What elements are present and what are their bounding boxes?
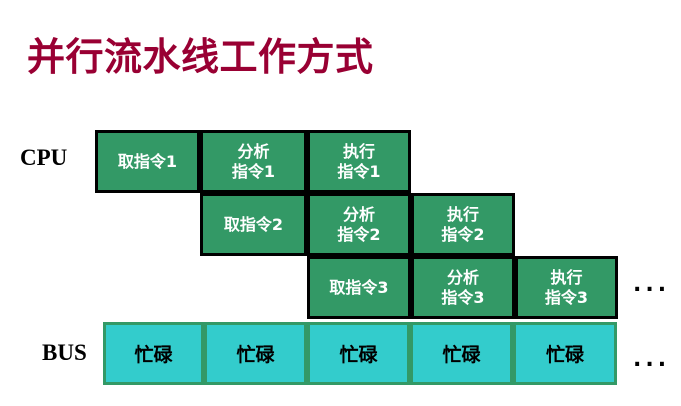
stage-execute-instruction-1: 执行 指令1 [307, 130, 411, 193]
page-title: 并行流水线工作方式 [27, 37, 374, 79]
stage-decode-instruction-3: 分析 指令3 [411, 256, 515, 319]
bus-busy-cell-2: 忙碌 [204, 322, 307, 385]
bus-ellipsis: ... [633, 347, 671, 372]
bus-busy-cell-5: 忙碌 [513, 322, 617, 385]
stage-execute-instruction-2: 执行 指令2 [411, 193, 515, 256]
bus-busy-cell-4: 忙碌 [410, 322, 513, 385]
bus-busy-cell-1: 忙碌 [103, 322, 204, 385]
stage-fetch-instruction-3: 取指令3 [307, 256, 411, 319]
stage-fetch-instruction-2: 取指令2 [200, 193, 307, 256]
bus-row-label: BUS [42, 340, 87, 365]
cpu-row-label: CPU [20, 145, 68, 170]
stage-execute-instruction-3: 执行 指令3 [515, 256, 618, 319]
pipeline-ellipsis: ... [633, 272, 671, 297]
bus-busy-cell-3: 忙碌 [307, 322, 410, 385]
stage-fetch-instruction-1: 取指令1 [95, 130, 200, 193]
stage-decode-instruction-1: 分析 指令1 [200, 130, 307, 193]
stage-decode-instruction-2: 分析 指令2 [307, 193, 411, 256]
